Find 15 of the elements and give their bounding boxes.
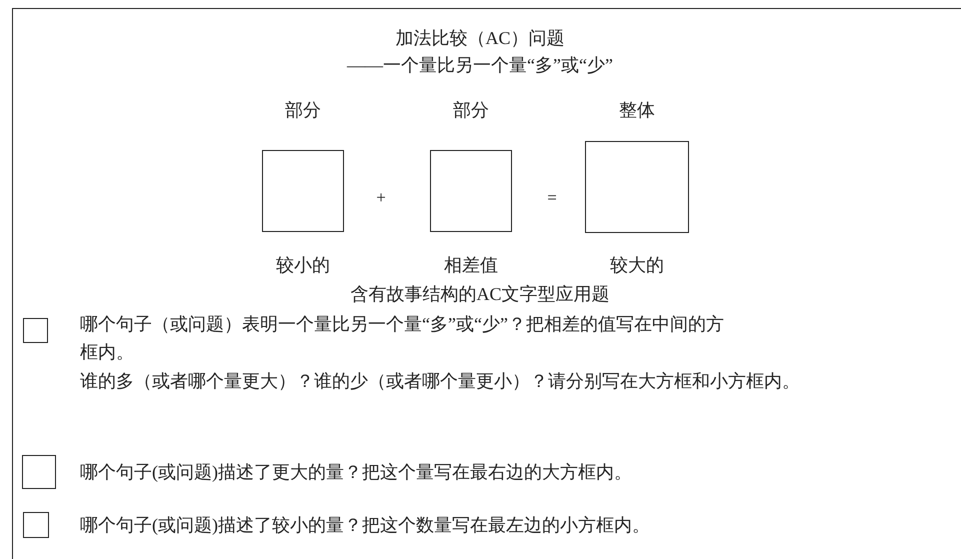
heading-label: 整体 — [619, 99, 655, 122]
instruction-text: 哪个句子（或问题）表明一个量比另一个量“多”或“少”？把相差的值写在中间的方框内。 — [80, 313, 725, 364]
instruction-text: 哪个句子(或问题)描述了更大的量？把这个量写在最右边的大方框内。 — [80, 461, 633, 484]
heading-label: 部分 — [285, 99, 321, 122]
plus-sign: + — [376, 187, 386, 209]
subtitle: ——一个量比另一个量“多”或“少” — [347, 54, 613, 77]
box-label: 较大的 — [610, 254, 664, 277]
equals-sign: = — [547, 187, 557, 209]
caption-text: 含有故事结构的AC文字型应用题 — [350, 283, 610, 306]
heading-label: 部分 — [453, 99, 489, 122]
box-label: 相差值 — [444, 254, 498, 277]
title: 加法比较（AC）问题 — [396, 27, 564, 50]
instruction-text: 哪个句子(或问题)描述了较小的量？把这个数量写在最左边的小方框内。 — [80, 514, 651, 537]
box-label: 较小的 — [276, 254, 330, 277]
instruction-text: 谁的多（或者哪个量更大）？谁的少（或者哪个量更小）？请分别写在大方框和小方框内。 — [80, 370, 801, 393]
